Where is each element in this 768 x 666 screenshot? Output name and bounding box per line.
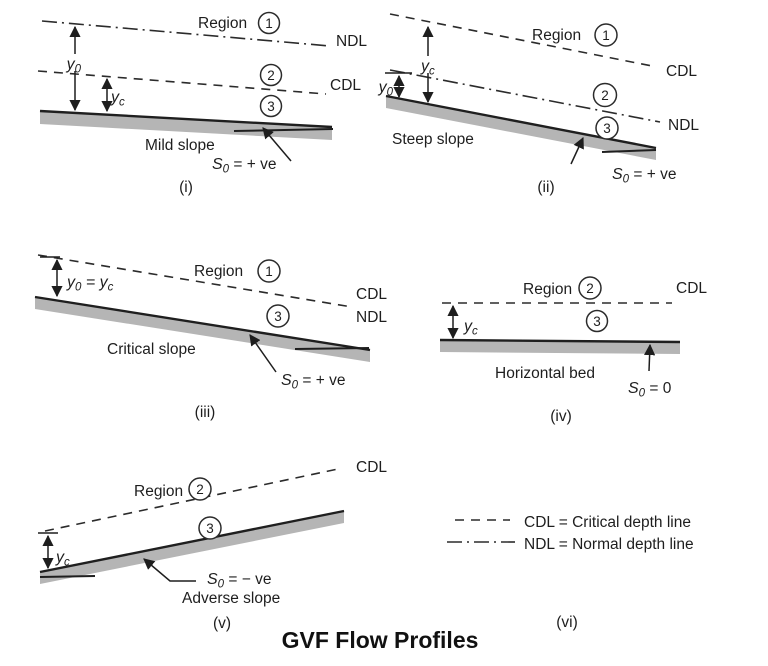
region-word: Region <box>532 27 581 44</box>
cdl-label: CDL <box>356 286 387 303</box>
region-3-circle <box>585 309 609 333</box>
panel-adverse-slope: yc Region 2 3 CDL S0 = − ve Adverse slop… <box>38 459 387 632</box>
region-word: Region <box>198 15 247 32</box>
slope-type-label: Critical slope <box>107 341 196 358</box>
region-3-circle <box>595 116 619 140</box>
cdl-label: CDL <box>330 77 361 94</box>
ndl-label: NDL <box>668 117 699 134</box>
yc-label: yc <box>55 549 70 569</box>
region-1-circle <box>257 259 281 283</box>
channel-bed <box>40 511 344 584</box>
slope-type-label: Steep slope <box>392 131 474 148</box>
panel-caption: (ii) <box>537 179 554 196</box>
bed-surface-line <box>34 295 371 352</box>
s0-label: S0 = − ve <box>207 571 271 591</box>
slope-type-label: Horizontal bed <box>495 365 595 382</box>
cdl-label: CDL <box>676 280 707 297</box>
horizontal-datum-line <box>233 128 334 132</box>
region-word: Region <box>523 281 572 298</box>
region-2-number: 2 <box>196 482 204 497</box>
cdl-line <box>44 468 339 532</box>
slope-type-label: Mild slope <box>145 137 215 154</box>
yc-label: yc <box>463 318 478 338</box>
panel-caption: (i) <box>179 179 193 196</box>
label-mask <box>418 56 441 73</box>
s0-label: S0 = + ve <box>612 166 676 186</box>
bed-surface-line <box>39 509 345 574</box>
horizontal-datum-line <box>601 149 657 153</box>
region-3-circle <box>266 304 290 328</box>
panel-horizontal-bed: yc Region 2 3 CDL S0 = 0 Horizontal bed … <box>439 276 707 425</box>
panel-mild-slope: y0 yc Region 1 2 3 NDL CDL S0 = + ve Mil… <box>37 11 367 196</box>
s0-leader-arrow <box>143 558 196 582</box>
region-3-circle <box>259 94 283 118</box>
bed-surface-line <box>385 94 657 150</box>
yc-label: yc <box>110 89 125 109</box>
channel-bed <box>40 111 332 140</box>
region-word: Region <box>134 483 183 500</box>
region-1-circle <box>594 23 618 47</box>
ndl-line <box>389 69 661 123</box>
yc-label: yc <box>420 58 435 78</box>
bed-surface-line <box>439 338 681 344</box>
cdl-label: CDL <box>666 63 697 80</box>
region-3-number: 3 <box>206 521 214 536</box>
s0-leader-arrow <box>249 334 277 373</box>
bed-surface-line <box>39 109 333 129</box>
region-1-number: 1 <box>265 264 273 279</box>
ndl-label: NDL <box>356 309 387 326</box>
figure-title: GVF Flow Profiles <box>282 627 479 653</box>
slope-type-label: Adverse slope <box>182 590 280 607</box>
region-3-number: 3 <box>593 314 601 329</box>
legend-cdl-entry: CDL = Critical depth line <box>524 514 691 531</box>
label-mask <box>54 54 82 71</box>
region-1-number: 1 <box>602 28 610 43</box>
region-1-number: 1 <box>265 16 273 31</box>
s0-label: S0 = 0 <box>628 380 672 400</box>
region-2-circle <box>188 477 212 501</box>
y0-label: y0 <box>378 79 394 99</box>
legend-ndl-entry: NDL = Normal depth line <box>524 536 694 553</box>
legend: CDL = Critical depth line NDL = Normal d… <box>447 514 694 631</box>
panel-critical-slope: y0 = yc Region 1 3 CDL NDL S0 = + ve Cri… <box>34 254 387 421</box>
region-word: Region <box>194 263 243 280</box>
s0-leader-arrow <box>262 127 292 162</box>
s0-arrow <box>643 343 656 372</box>
panel-caption: (vi) <box>556 614 578 631</box>
y0-label: y0 <box>66 56 82 76</box>
cdl-ndl-line <box>37 254 353 308</box>
panel-caption: (v) <box>213 615 231 632</box>
region-2-circle <box>259 63 283 87</box>
region-3-number: 3 <box>274 309 282 324</box>
region-3-number: 3 <box>603 121 611 136</box>
cdl-line <box>37 70 327 95</box>
cdl-line <box>389 13 653 67</box>
horizontal-datum-line <box>294 347 370 350</box>
horizontal-datum-line <box>39 575 96 578</box>
channel-bed <box>386 96 656 160</box>
channel-bed <box>440 340 680 354</box>
y0-eq-yc-label: y0 = yc <box>66 274 114 294</box>
region-3-circle <box>198 516 222 540</box>
s0-label: S0 = + ve <box>281 372 345 392</box>
s0-leader-arrow <box>570 136 584 165</box>
cdl-label: CDL <box>356 459 387 476</box>
region-1-circle <box>257 11 281 35</box>
s0-label: S0 = + ve <box>212 156 276 176</box>
channel-bed <box>35 297 370 362</box>
region-2-number: 2 <box>601 88 609 103</box>
panel-caption: (iv) <box>550 408 572 425</box>
region-2-number: 2 <box>267 68 275 83</box>
region-2-circle <box>592 82 618 108</box>
panel-steep-slope: y0 yc Region 1 2 3 CDL NDL S0 = + ve Ste… <box>378 13 699 196</box>
ndl-label: NDL <box>336 33 367 50</box>
ndl-line <box>41 20 331 47</box>
panel-caption: (iii) <box>195 404 216 421</box>
region-3-number: 3 <box>267 99 275 114</box>
region-2-number: 2 <box>586 281 594 296</box>
region-2-circle <box>578 276 602 300</box>
